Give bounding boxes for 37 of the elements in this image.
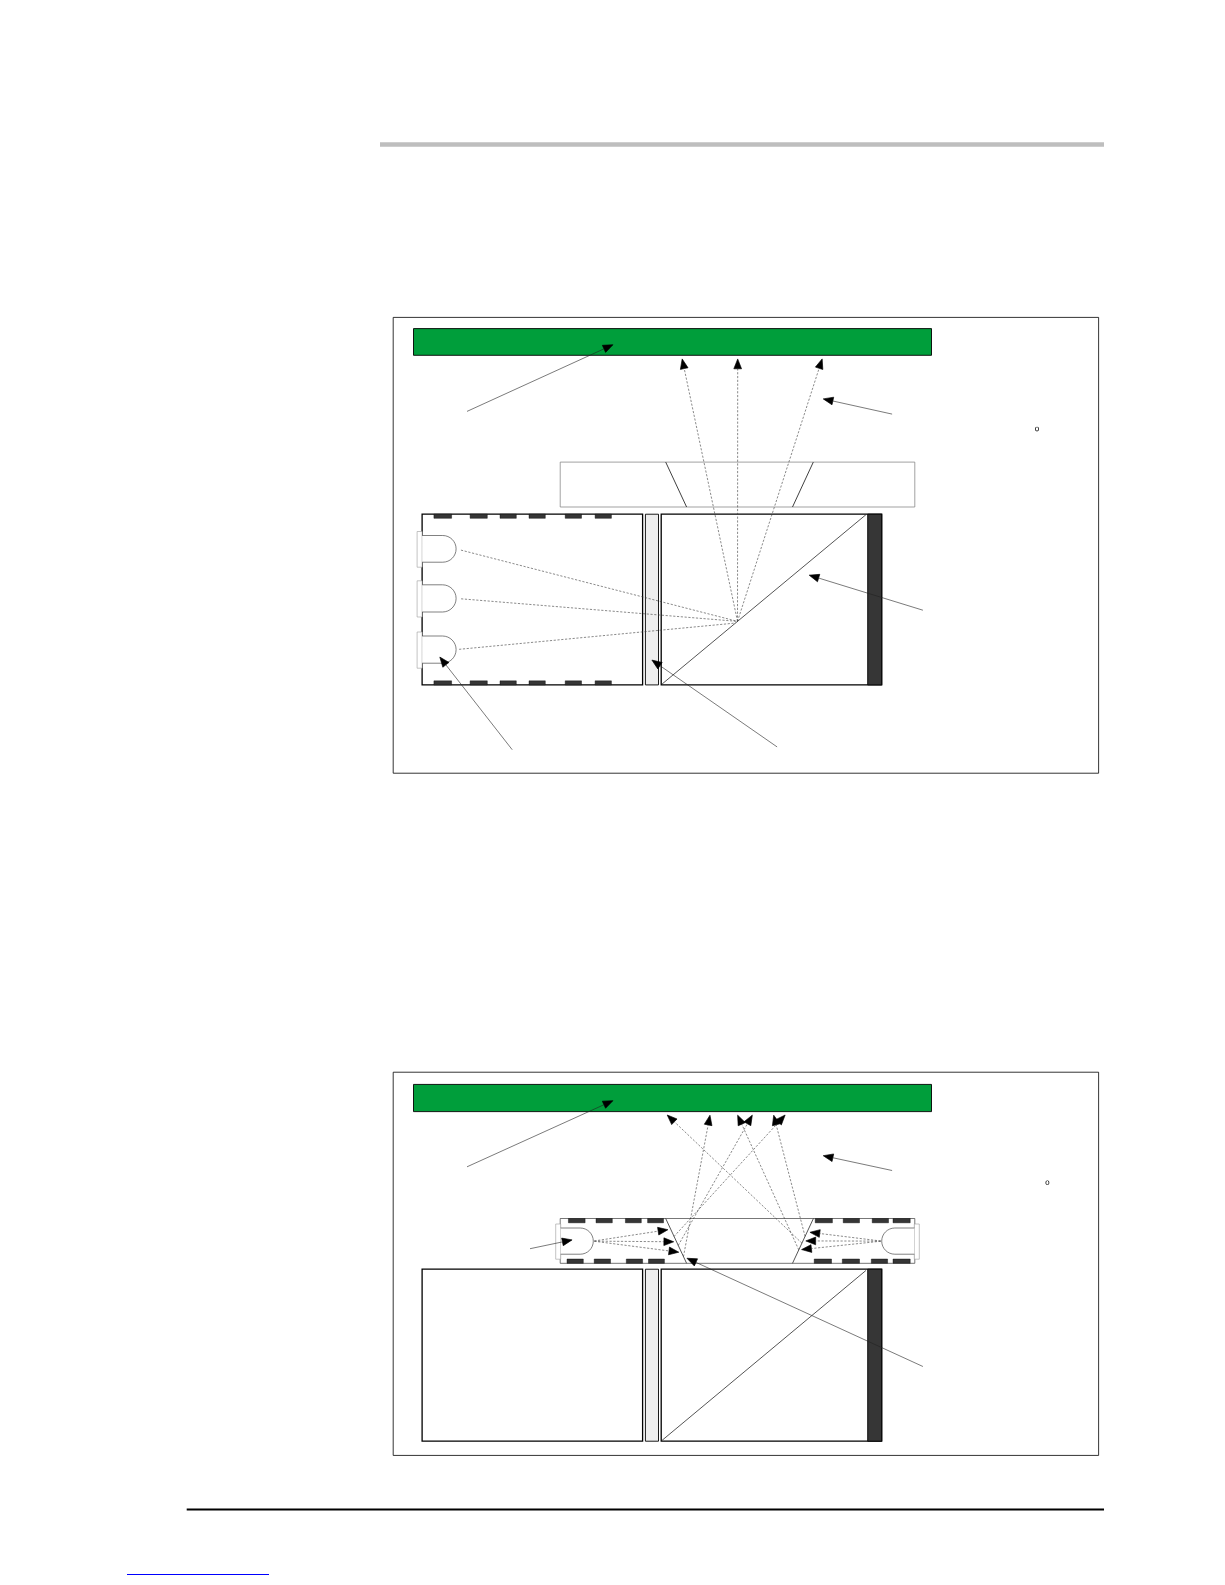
slanted-face [792, 1218, 814, 1264]
light-ray [666, 1114, 803, 1244]
led-housing [421, 1268, 644, 1442]
leader-line [686, 1257, 924, 1367]
light-ray [801, 1240, 881, 1253]
light-ray [673, 1114, 786, 1237]
slanted-face [665, 1218, 687, 1264]
screen-bar [413, 328, 932, 356]
leader-line [529, 1237, 573, 1249]
light-ray [737, 358, 824, 622]
light-ray [677, 1114, 753, 1246]
leader-line [466, 344, 614, 412]
diffuser-plate [644, 513, 659, 686]
leader-line [651, 659, 778, 748]
light-ray [460, 598, 738, 622]
light-ray [683, 1114, 713, 1257]
backing-strip [867, 513, 883, 686]
diffuser-plate [644, 1268, 659, 1442]
led [416, 531, 457, 568]
light-guide [559, 1218, 916, 1264]
led [881, 1223, 920, 1260]
led [416, 580, 457, 618]
backing-strip [867, 1268, 883, 1442]
light-ray [594, 1240, 680, 1256]
light-ray [772, 1114, 806, 1237]
led [555, 1223, 594, 1260]
led-housing [421, 513, 644, 686]
leader-line [808, 574, 924, 611]
led [416, 631, 457, 669]
leader-line [439, 656, 513, 750]
leader-line [466, 1100, 614, 1168]
light-ray [594, 1237, 675, 1246]
light-ray [680, 358, 738, 622]
light-ray [458, 622, 736, 650]
light-ray [737, 1114, 800, 1251]
light-ray [805, 1236, 881, 1246]
screen-bar [413, 1083, 932, 1113]
